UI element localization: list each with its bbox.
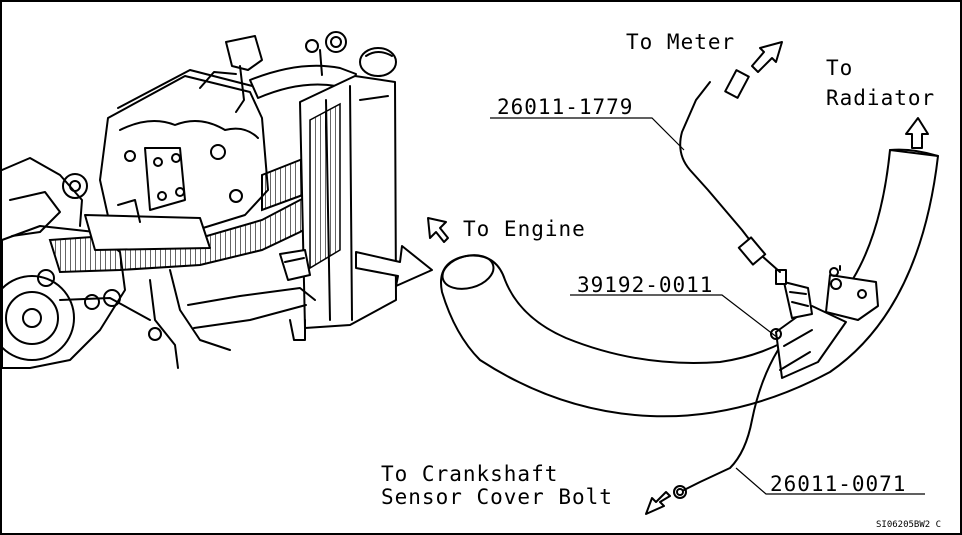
part-number-lead-lower: 26011-0071 bbox=[770, 472, 906, 496]
engine-illustration bbox=[0, 31, 433, 369]
part-number-lead-upper: 26011-1779 bbox=[497, 95, 633, 119]
leader-lines bbox=[490, 117, 925, 495]
hose-detail bbox=[440, 69, 939, 499]
part-number-switch: 39192-0011 bbox=[577, 273, 713, 297]
label-to-engine: To Engine bbox=[463, 217, 586, 241]
label-to-crankshaft-line1: To Crankshaft bbox=[381, 462, 558, 486]
figure-code: SI06205BW2 C bbox=[876, 520, 941, 530]
label-to-radiator-line1: To bbox=[826, 56, 853, 80]
label-to-crankshaft-line2: Sensor Cover Bolt bbox=[381, 485, 613, 509]
arrow-to-engine bbox=[427, 217, 449, 243]
label-to-meter: To Meter bbox=[626, 30, 735, 54]
arrow-to-crankshaft bbox=[645, 491, 671, 515]
label-to-radiator-line2: Radiator bbox=[826, 86, 935, 110]
arrow-to-radiator bbox=[905, 117, 929, 149]
arrow-to-meter bbox=[751, 41, 783, 73]
